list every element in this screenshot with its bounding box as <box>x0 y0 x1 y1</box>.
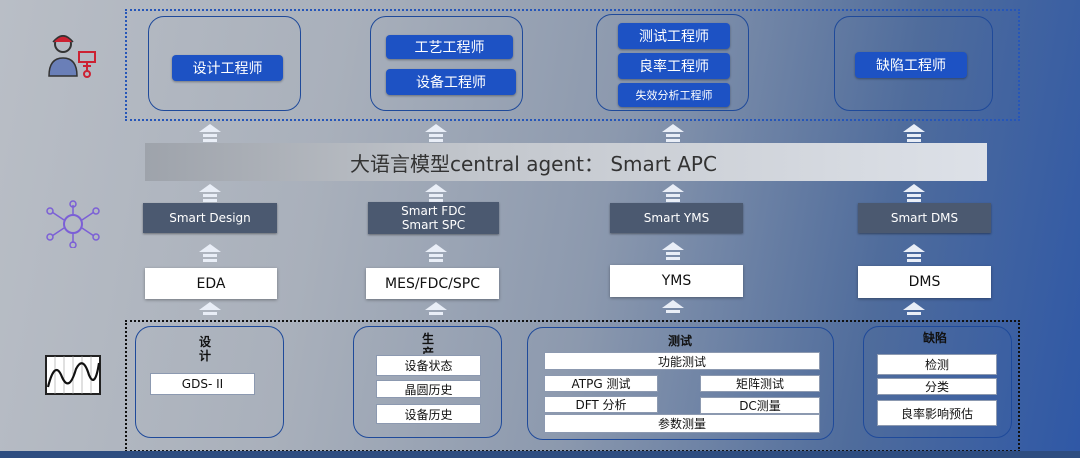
mes-fdc-spc-system[interactable]: MES/FDC/SPC <box>366 268 499 299</box>
up-arrow-icon <box>662 124 684 144</box>
design-data-group <box>135 326 284 438</box>
smart-yms-module[interactable]: Smart YMS <box>610 203 743 233</box>
design-engineer-button[interactable]: 设计工程师 <box>172 55 283 81</box>
smart-dms-module[interactable]: Smart DMS <box>858 203 991 233</box>
inspection-item[interactable]: 检测 <box>877 354 997 375</box>
test-data-group <box>527 327 834 440</box>
up-arrow-icon <box>199 184 221 204</box>
matrix-test-item[interactable]: 矩阵测试 <box>700 375 820 392</box>
smart-design-module[interactable]: Smart Design <box>143 203 277 233</box>
functional-test-item[interactable]: 功能测试 <box>544 352 820 370</box>
process-equipment-engineer-group <box>370 16 523 111</box>
smart-yms-label: Smart YMS <box>643 211 710 225</box>
defect-engineer-group <box>834 16 993 111</box>
up-arrow-icon <box>199 124 221 144</box>
equipment-status-item[interactable]: 设备状态 <box>376 355 481 376</box>
up-arrow-icon <box>662 184 684 204</box>
up-arrow-icon <box>425 244 447 264</box>
eda-system[interactable]: EDA <box>145 268 277 299</box>
production-category-label: 生 产 <box>421 332 434 354</box>
up-arrow-icon <box>425 184 447 204</box>
dms-system[interactable]: DMS <box>858 266 991 298</box>
up-arrow-icon <box>903 244 925 264</box>
test-category-label: 测试 <box>667 334 692 348</box>
production-data-group <box>353 326 502 438</box>
test-engineer-button[interactable]: 测试工程师 <box>618 23 730 49</box>
test-yield-engineer-group <box>596 14 749 111</box>
design-engineer-group <box>148 16 301 111</box>
dc-measurement-item[interactable]: DC测量 <box>700 397 820 414</box>
up-arrow-icon <box>199 244 221 264</box>
bottom-band <box>0 451 1080 458</box>
up-arrow-icon <box>199 302 221 322</box>
smart-design-label: Smart Design <box>169 211 251 225</box>
failure-analysis-engineer-button[interactable]: 失效分析工程师 <box>618 83 730 107</box>
central-agent-label: 大语言模型central agent： Smart APC <box>350 151 717 176</box>
up-arrow-icon <box>903 124 925 144</box>
yms-system[interactable]: YMS <box>610 265 743 297</box>
smart-fdc-label: Smart FDC <box>401 204 466 218</box>
parameter-measurement-item[interactable]: 参数测量 <box>544 414 820 433</box>
network-hub-icon <box>44 200 102 248</box>
defect-engineer-button[interactable]: 缺陷工程师 <box>855 52 967 78</box>
engineer-icon <box>45 32 103 80</box>
yield-engineer-button[interactable]: 良率工程师 <box>618 53 730 79</box>
up-arrow-icon <box>425 124 447 144</box>
engineer-layer-frame <box>125 9 1020 121</box>
smart-fdc-spc-module[interactable]: Smart FDC Smart SPC <box>368 202 499 234</box>
equipment-history-item[interactable]: 设备历史 <box>376 404 481 424</box>
central-agent-bar: 大语言模型central agent： Smart APC <box>145 143 987 181</box>
atpg-test-item[interactable]: ATPG 测试 <box>544 375 658 392</box>
up-arrow-icon <box>903 184 925 204</box>
smart-spc-label: Smart SPC <box>401 218 466 232</box>
dft-analysis-item[interactable]: DFT 分析 <box>544 396 658 413</box>
yield-impact-estimation-item[interactable]: 良率影响预估 <box>877 400 997 426</box>
process-engineer-button[interactable]: 工艺工程师 <box>386 35 513 59</box>
up-arrow-icon <box>903 302 925 322</box>
up-arrow-icon <box>425 302 447 322</box>
wafer-history-item[interactable]: 晶圆历史 <box>376 380 481 398</box>
design-category-label: 设 计 <box>198 335 211 363</box>
equipment-engineer-button[interactable]: 设备工程师 <box>386 69 516 95</box>
defect-data-group <box>863 326 1012 438</box>
smart-dms-label: Smart DMS <box>890 211 959 225</box>
up-arrow-icon <box>662 242 684 262</box>
up-arrow-icon <box>662 300 684 320</box>
classification-item[interactable]: 分类 <box>877 378 997 395</box>
gds-ii-item[interactable]: GDS- II <box>150 373 255 395</box>
defect-category-label: 缺陷 <box>922 331 947 345</box>
waveform-chart-icon <box>45 355 101 395</box>
